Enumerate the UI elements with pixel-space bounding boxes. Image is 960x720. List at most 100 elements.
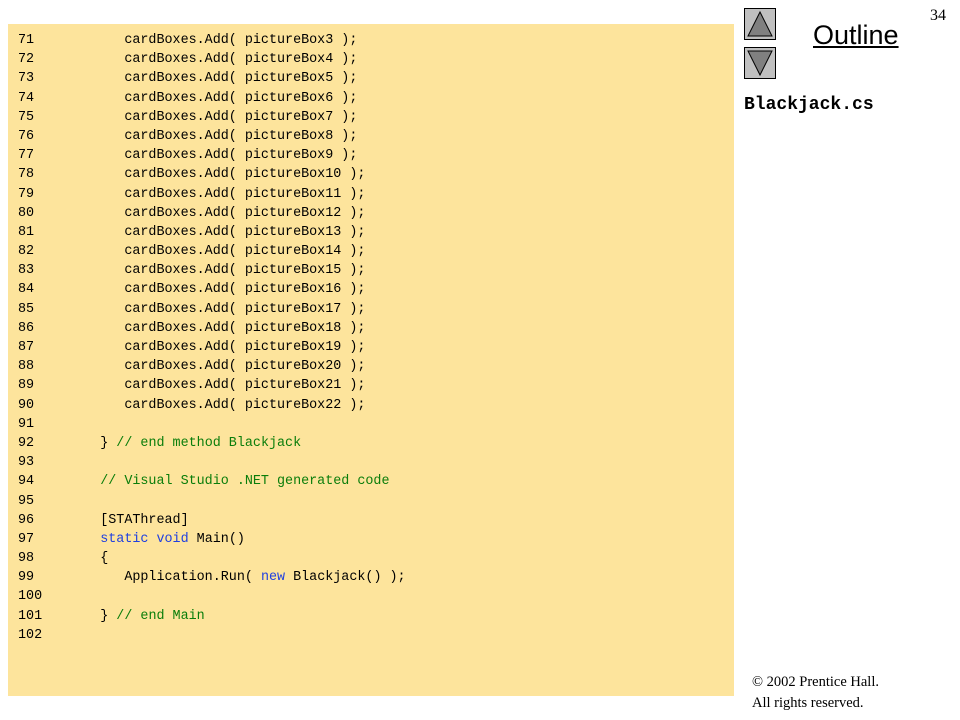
line-number: 75 bbox=[18, 109, 35, 125]
code-line: 80 cardBoxes.Add( pictureBox12 ); bbox=[18, 204, 406, 223]
copyright-line-2: All rights reserved. bbox=[752, 695, 864, 711]
line-number: 73 bbox=[18, 71, 35, 87]
code-text: cardBoxes.Add( pictureBox18 ); bbox=[52, 320, 366, 336]
line-number: 78 bbox=[18, 167, 35, 183]
code-line: 78 cardBoxes.Add( pictureBox10 ); bbox=[18, 165, 406, 184]
code-comment: // end method Blackjack bbox=[116, 435, 302, 451]
code-text: cardBoxes.Add( pictureBox10 ); bbox=[52, 167, 366, 183]
copyright-notice: © 2002 Prentice Hall. All rights reserve… bbox=[752, 672, 879, 714]
line-number: 102 bbox=[18, 627, 43, 643]
code-line: 77 cardBoxes.Add( pictureBox9 ); bbox=[18, 146, 406, 165]
code-line: 88 cardBoxes.Add( pictureBox20 ); bbox=[18, 357, 406, 376]
line-number: 71 bbox=[18, 33, 35, 48]
line-number: 89 bbox=[18, 378, 35, 394]
code-text bbox=[52, 532, 100, 547]
line-number: 85 bbox=[18, 301, 35, 317]
code-line: 81 cardBoxes.Add( pictureBox13 ); bbox=[18, 223, 406, 242]
code-line: 76 cardBoxes.Add( pictureBox8 ); bbox=[18, 127, 406, 146]
line-number: 96 bbox=[18, 512, 35, 528]
code-line: 99 Application.Run( new Blackjack() ); bbox=[18, 568, 406, 587]
code-text: cardBoxes.Add( pictureBox20 ); bbox=[52, 359, 366, 375]
line-number: 81 bbox=[18, 224, 35, 240]
code-text: cardBoxes.Add( pictureBox19 ); bbox=[52, 340, 366, 355]
code-line: 72 cardBoxes.Add( pictureBox4 ); bbox=[18, 50, 406, 69]
code-line: 93 bbox=[18, 453, 406, 472]
triangle-up-icon bbox=[747, 10, 773, 37]
code-line: 100 bbox=[18, 587, 406, 606]
line-number: 76 bbox=[18, 128, 35, 144]
code-text: cardBoxes.Add( pictureBox3 ); bbox=[52, 33, 358, 48]
code-line: 84 cardBoxes.Add( pictureBox16 ); bbox=[18, 280, 406, 299]
code-line: 98 { bbox=[18, 549, 406, 568]
code-text: cardBoxes.Add( pictureBox11 ); bbox=[52, 186, 366, 202]
code-line: 82 cardBoxes.Add( pictureBox14 ); bbox=[18, 242, 406, 261]
code-line: 75 cardBoxes.Add( pictureBox7 ); bbox=[18, 108, 406, 127]
line-number: 79 bbox=[18, 186, 35, 202]
code-line: 73 cardBoxes.Add( pictureBox5 ); bbox=[18, 69, 406, 88]
code-text: cardBoxes.Add( pictureBox8 ); bbox=[52, 128, 358, 144]
code-panel: 71 cardBoxes.Add( pictureBox3 );72 cardB… bbox=[8, 24, 734, 696]
triangle-down-icon bbox=[747, 50, 773, 77]
line-number: 98 bbox=[18, 551, 35, 567]
code-line: 90 cardBoxes.Add( pictureBox22 ); bbox=[18, 396, 406, 415]
code-keyword: void bbox=[156, 531, 189, 547]
code-block: 71 cardBoxes.Add( pictureBox3 );72 cardB… bbox=[18, 31, 406, 645]
code-text: [STAThread] bbox=[52, 512, 189, 528]
line-number: 92 bbox=[18, 435, 35, 451]
code-line: 92 } // end method Blackjack bbox=[18, 434, 406, 453]
line-number: 99 bbox=[18, 570, 35, 586]
line-number: 80 bbox=[18, 205, 35, 221]
line-number: 94 bbox=[18, 474, 35, 490]
code-text: } bbox=[52, 608, 117, 624]
code-line: 79 cardBoxes.Add( pictureBox11 ); bbox=[18, 185, 406, 204]
code-text: } bbox=[52, 435, 117, 451]
code-comment: // Visual Studio .NET generated code bbox=[100, 474, 390, 490]
previous-slide-button[interactable] bbox=[744, 8, 776, 40]
code-line: 97 static void Main() bbox=[18, 530, 406, 549]
code-line: 87 cardBoxes.Add( pictureBox19 ); bbox=[18, 338, 406, 357]
code-text bbox=[52, 474, 100, 489]
line-number: 87 bbox=[18, 340, 35, 355]
code-line: 102 bbox=[18, 626, 406, 645]
code-line: 101 } // end Main bbox=[18, 607, 406, 626]
line-number: 88 bbox=[18, 359, 35, 375]
code-text: cardBoxes.Add( pictureBox5 ); bbox=[52, 71, 358, 87]
copyright-line-1: © 2002 Prentice Hall. bbox=[752, 674, 879, 690]
next-slide-button[interactable] bbox=[744, 47, 776, 79]
code-line: 85 cardBoxes.Add( pictureBox17 ); bbox=[18, 300, 406, 319]
code-text: cardBoxes.Add( pictureBox7 ); bbox=[52, 109, 358, 125]
line-number: 100 bbox=[18, 589, 43, 605]
file-name: Blackjack.cs bbox=[744, 95, 874, 115]
code-line: 89 cardBoxes.Add( pictureBox21 ); bbox=[18, 376, 406, 395]
line-number: 83 bbox=[18, 263, 35, 279]
code-text: cardBoxes.Add( pictureBox13 ); bbox=[52, 224, 366, 240]
code-text: cardBoxes.Add( pictureBox17 ); bbox=[52, 301, 366, 317]
code-line: 71 cardBoxes.Add( pictureBox3 ); bbox=[18, 31, 406, 50]
code-text: cardBoxes.Add( pictureBox14 ); bbox=[52, 244, 366, 260]
line-number: 90 bbox=[18, 397, 35, 413]
line-number: 97 bbox=[18, 531, 35, 547]
code-text: cardBoxes.Add( pictureBox4 ); bbox=[52, 52, 358, 68]
page-number: 34 bbox=[930, 7, 946, 24]
code-keyword: static bbox=[100, 531, 149, 547]
line-number: 84 bbox=[18, 282, 35, 298]
line-number: 101 bbox=[18, 608, 43, 624]
code-text: cardBoxes.Add( pictureBox16 ); bbox=[52, 282, 366, 298]
code-line: 96 [STAThread] bbox=[18, 511, 406, 530]
code-text: cardBoxes.Add( pictureBox9 ); bbox=[52, 148, 358, 164]
code-text: cardBoxes.Add( pictureBox12 ); bbox=[52, 205, 366, 221]
code-keyword: new bbox=[260, 570, 286, 586]
code-line: 86 cardBoxes.Add( pictureBox18 ); bbox=[18, 319, 406, 338]
line-number: 86 bbox=[18, 320, 35, 336]
line-number: 72 bbox=[18, 52, 35, 68]
code-text: cardBoxes.Add( pictureBox22 ); bbox=[52, 397, 366, 413]
code-line: 95 bbox=[18, 492, 406, 511]
line-number: 77 bbox=[18, 148, 35, 164]
code-text: { bbox=[52, 551, 109, 567]
code-text: cardBoxes.Add( pictureBox15 ); bbox=[52, 263, 366, 279]
code-text: cardBoxes.Add( pictureBox21 ); bbox=[52, 378, 366, 394]
line-number: 74 bbox=[18, 90, 35, 106]
code-text: cardBoxes.Add( pictureBox6 ); bbox=[52, 90, 358, 106]
code-text: Blackjack() ); bbox=[285, 570, 406, 586]
outline-link[interactable]: Outline bbox=[813, 20, 899, 50]
